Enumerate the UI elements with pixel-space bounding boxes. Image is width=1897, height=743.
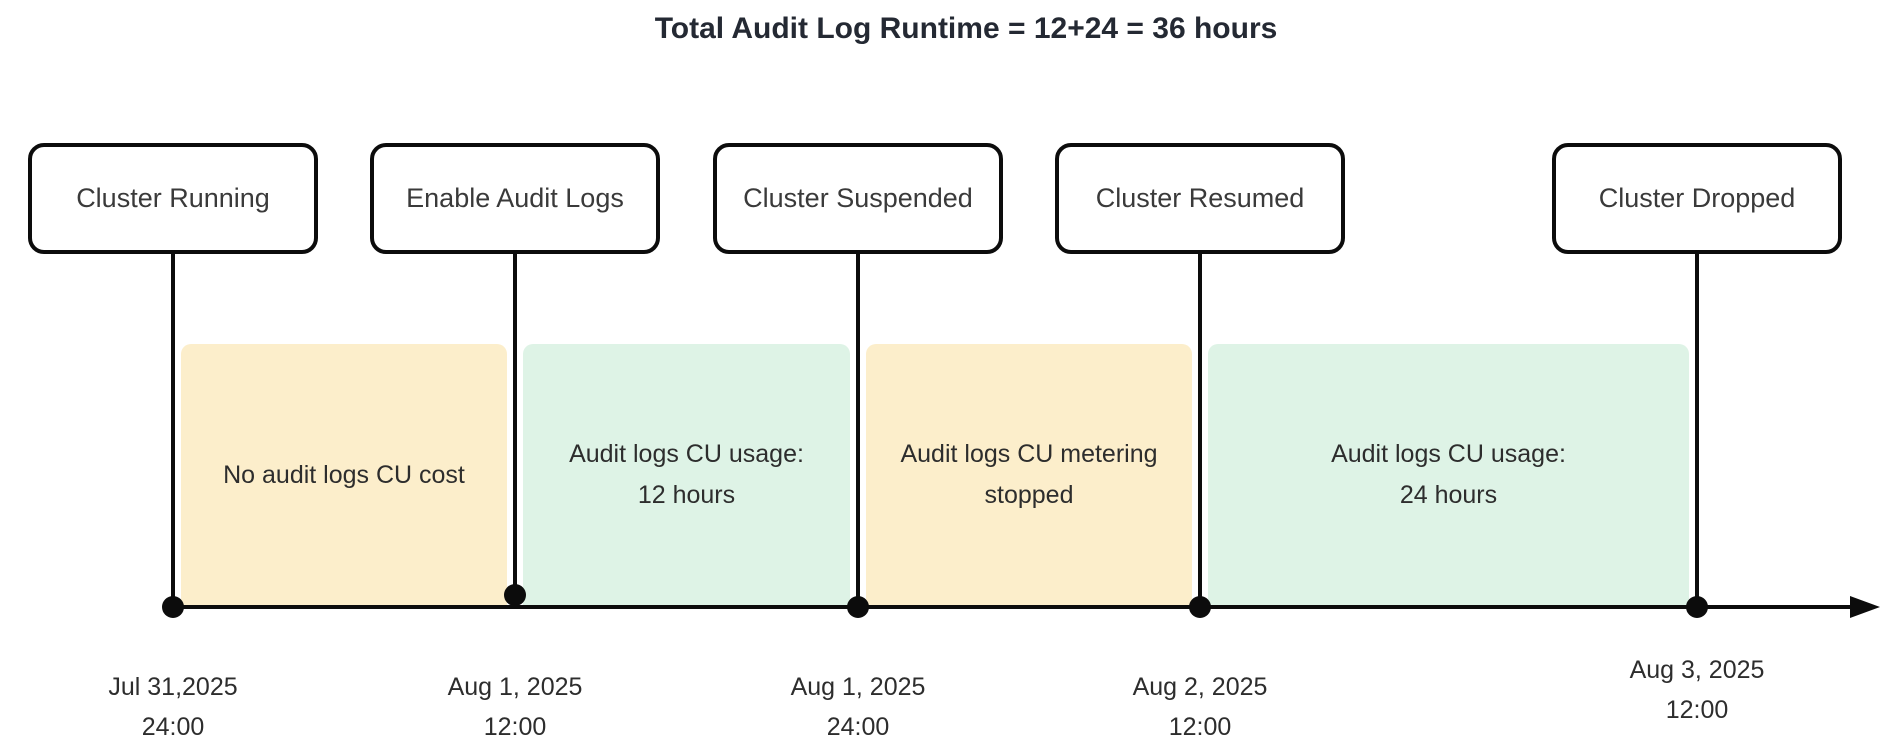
event-line-cluster-running (171, 254, 175, 608)
date-label-aug1-noon: Aug 1, 2025 12:00 (355, 667, 675, 743)
segment-label-line: Audit logs CU usage: (569, 440, 804, 468)
segment-label: No audit logs CU cost (223, 455, 465, 496)
event-box-cluster-dropped: Cluster Dropped (1552, 143, 1842, 254)
time-text: 12:00 (483, 713, 547, 741)
segment-label-line: 12 hours (637, 481, 736, 509)
segment-band-no-cu-cost: No audit logs CU cost (181, 344, 507, 606)
time-text: 12:00 (1168, 713, 1232, 741)
event-line-enable-audit-logs (513, 254, 517, 595)
event-box-label: Cluster Dropped (1598, 183, 1796, 213)
date-text: Jul 31,2025 (108, 673, 238, 701)
date-label-aug1-midnight: Aug 1, 2025 24:00 (698, 667, 1018, 743)
event-dot-cluster-dropped (1686, 596, 1708, 618)
date-label-aug2: Aug 2, 2025 12:00 (1040, 667, 1360, 743)
event-box-label: Cluster Suspended (743, 183, 973, 213)
segment-label: Audit logs CU usage: 12 hours (569, 434, 804, 516)
date-text: Aug 3, 2025 (1629, 656, 1765, 684)
date-label-aug3: Aug 3, 2025 12:00 (1537, 650, 1857, 730)
timeline-axis (173, 605, 1850, 609)
segment-band-usage-24h: Audit logs CU usage: 24 hours (1208, 344, 1689, 606)
segment-band-metering-stopped: Audit logs CU metering stopped (866, 344, 1192, 606)
segment-label: Audit logs CU metering stopped (900, 434, 1157, 516)
event-box-enable-audit-logs: Enable Audit Logs (370, 143, 660, 254)
event-box-label: Cluster Running (76, 183, 270, 213)
time-text: 24:00 (141, 713, 205, 741)
segment-label-line: 24 hours (1399, 481, 1498, 509)
event-dot-cluster-running (162, 596, 184, 618)
segment-label-line: No audit logs CU cost (223, 460, 465, 489)
date-label-jul31: Jul 31,2025 24:00 (13, 667, 333, 743)
event-dot-enable-audit-logs (504, 584, 526, 606)
segment-label-line: Audit logs CU metering (900, 440, 1158, 468)
event-box-cluster-suspended: Cluster Suspended (713, 143, 1003, 254)
event-dot-cluster-resumed (1189, 596, 1211, 618)
segment-band-usage-12h: Audit logs CU usage: 12 hours (523, 344, 850, 606)
segment-label-line: stopped (984, 481, 1074, 509)
time-text: 12:00 (1665, 696, 1729, 724)
event-box-cluster-running: Cluster Running (28, 143, 318, 254)
event-line-cluster-suspended (856, 254, 860, 607)
date-text: Aug 1, 2025 (790, 673, 926, 701)
segment-label-line: Audit logs CU usage: (1331, 440, 1566, 468)
page-title: Total Audit Log Runtime = 12+24 = 36 hou… (654, 12, 1278, 45)
segment-label: Audit logs CU usage: 24 hours (1331, 434, 1566, 516)
date-text: Aug 1, 2025 (447, 673, 583, 701)
time-text: 24:00 (826, 713, 890, 741)
event-box-label: Cluster Resumed (1095, 183, 1305, 213)
event-line-cluster-dropped (1695, 254, 1699, 607)
event-line-cluster-resumed (1198, 254, 1202, 607)
event-box-label: Enable Audit Logs (406, 183, 624, 213)
date-text: Aug 2, 2025 (1132, 673, 1268, 701)
event-dot-cluster-suspended (847, 596, 869, 618)
event-box-cluster-resumed: Cluster Resumed (1055, 143, 1345, 254)
timeline-arrowhead-icon (1850, 596, 1880, 618)
